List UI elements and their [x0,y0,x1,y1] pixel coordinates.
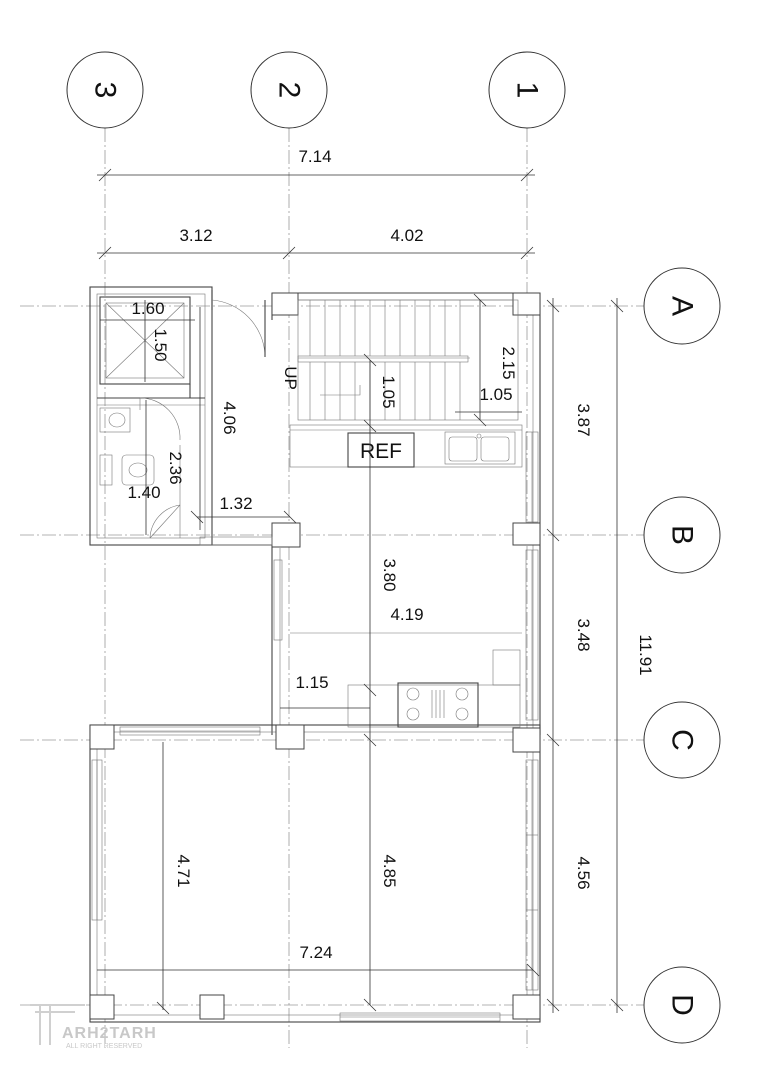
staircase [297,299,519,421]
watermark-tagline: ALL RIGHT RESERVED [66,1043,142,1050]
dim-shower-d: 1.50 [151,328,170,361]
dim-shower-w: 1.60 [131,299,164,318]
wc-door [139,397,181,539]
bathroom-partitions [97,384,205,406]
windows-other [91,536,501,1022]
axis-label-3: 3 [89,82,122,99]
toilet-icon [99,454,155,486]
dim-hall-left: 4.71 [174,854,193,887]
dimension-chain-top [97,168,535,260]
exterior-walls [89,286,541,1023]
dim-stair-width: 1.05 [479,385,512,404]
horizontal-grid-lines [20,305,645,1006]
dim-stair-run: 2.15 [499,346,518,379]
dim-wc-width: 1.40 [127,483,160,502]
kitchen-sink-icon [444,431,516,465]
vertical-grid-lines [104,128,528,1048]
axis-bubble-1: 1 [488,51,566,129]
dim-kitchen-width: 4.19 [390,605,423,624]
dim-hall-right: 4.85 [380,854,399,887]
dim-hall-length: 4.06 [220,401,239,434]
axis-label-B: B [666,525,699,545]
windows-right [525,431,539,991]
watermark-brand: ARH2TARH [62,1025,157,1042]
cooktop-icon [397,682,479,728]
bathroom-door [211,290,266,357]
dim-overall-depth: 11.91 [636,634,655,675]
dim-bay-C-D: 4.56 [574,856,593,889]
watermark-logo: ARH2TARH ALL RIGHT RESERVED [30,1004,157,1050]
axis-bubble-C: C [643,701,721,779]
dim-overall-width: 7.14 [298,147,331,166]
axis-bubble-2: 2 [250,51,328,129]
structural-columns [89,292,541,1020]
interior-dimension-lines [97,293,540,1015]
washbasin-icon [99,407,131,433]
dim-hall-width: 7.24 [299,943,332,962]
axis-label-A: A [666,296,699,316]
dim-corridor: 1.32 [219,494,252,513]
dim-bay-B-C: 3.48 [574,618,593,651]
axis-bubble-3: 3 [66,51,144,129]
ref-label: REF [360,440,402,463]
axis-label-C: C [666,729,699,751]
dim-bay-3-2: 3.12 [179,226,212,245]
dim-stair-landing: 1.05 [379,375,398,408]
axis-label-D: D [666,994,699,1016]
axis-bubble-A: A [643,267,721,345]
axis-label-1: 1 [511,82,544,99]
axis-bubble-D: D [643,966,721,1044]
stair-up-label: UP [281,366,300,390]
dim-kitchen-length: 3.80 [380,558,399,591]
axis-bubble-B: B [643,496,721,574]
refrigerator: REF [347,432,415,468]
axis-label-2: 2 [273,82,306,99]
dimension-chain-right [546,298,624,1013]
dim-wc-length: 2.36 [166,451,185,484]
dim-counter-gap: 1.15 [295,673,328,692]
dim-bay-A-B: 3.87 [574,403,593,436]
dim-bay-2-1: 4.02 [390,226,423,245]
